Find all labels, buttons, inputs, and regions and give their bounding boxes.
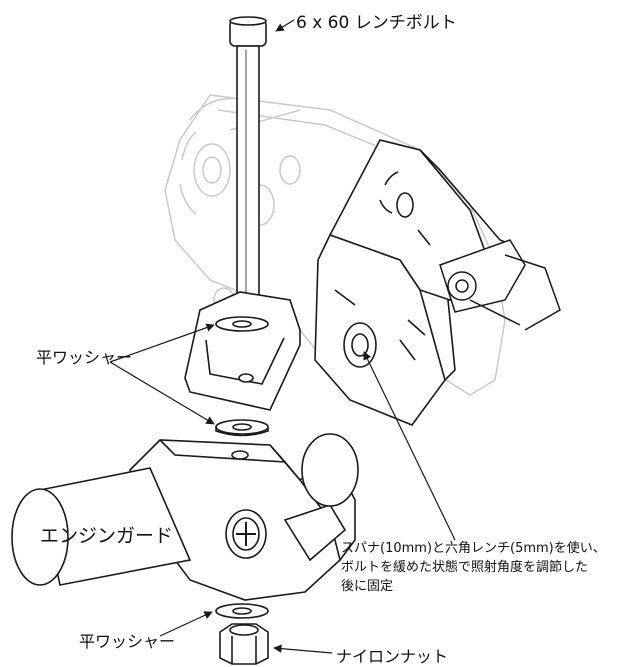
adjustment-instruction: スパナ(10mm)と六角レンチ(5mm)を使い、 ボルトを緩めた状態で照射角度を… [341,539,621,596]
washer-lower [215,603,269,619]
flat-washer-label-top: 平ワッシャー [36,348,133,367]
instruction-line-1: スパナ(10mm)と六角レンチ(5mm)を使い、 [341,541,606,556]
leader-nut [273,644,333,654]
washer-upper-2 [215,419,269,437]
engine-guard-tube [11,467,192,586]
nylon-nut [219,623,269,665]
clamp-screw [225,509,267,559]
leader-washer-bottom [159,611,213,637]
leader-washer-top-a [109,323,215,363]
leader-instruction [363,351,456,541]
swivel-bracket [184,291,301,411]
leader-washer-top-b [109,361,215,425]
leader-lines [109,19,456,654]
instruction-line-3: 後に固定 [341,579,394,594]
mounting-bracket [314,139,513,426]
washer-upper-1 [215,316,269,332]
long-bolt [229,16,267,302]
leader-bolt [275,19,295,32]
nylon-nut-label: ナイロンナット [336,647,449,666]
flat-washer-label-bottom: 平ワッシャー [79,632,176,651]
instruction-line-2: ボルトを緩めた状態で照射角度を調節した [341,560,589,575]
engine-guard-label: エンジンガード [40,525,174,547]
bolt-label: 6 x 60 レンチボルト [296,13,457,33]
pivot-bolt [439,239,561,331]
